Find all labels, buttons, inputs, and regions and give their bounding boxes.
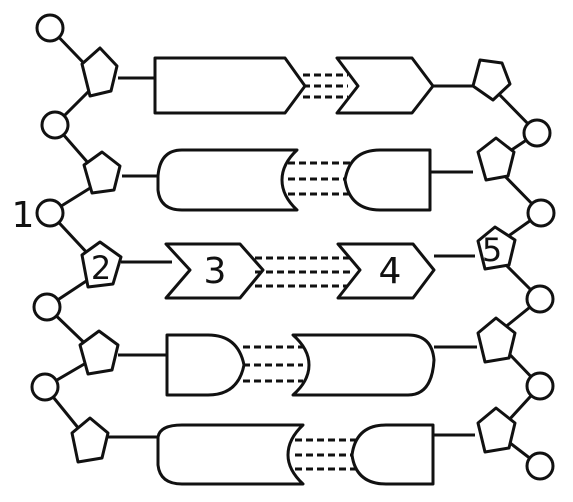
label-1: 1 bbox=[11, 195, 35, 236]
label-4: 4 bbox=[378, 251, 402, 292]
phosphate-circle bbox=[35, 13, 65, 43]
right-backbone bbox=[487, 86, 544, 468]
sugar-pentagon bbox=[476, 136, 516, 182]
left-backbone bbox=[42, 26, 106, 441]
base-chevron-labeled bbox=[164, 242, 265, 300]
sugar-pentagon bbox=[476, 406, 517, 454]
base-pair-row-5 bbox=[70, 406, 517, 486]
left-phosphates bbox=[30, 13, 70, 402]
base-pair-row-4 bbox=[78, 316, 517, 397]
sugar-pentagon bbox=[70, 416, 110, 464]
sugar-pentagon-labeled bbox=[80, 240, 123, 289]
base-curved-notch bbox=[291, 333, 436, 397]
base-d-shape bbox=[343, 148, 432, 212]
base-pair-row-1 bbox=[80, 46, 512, 115]
phosphate-circle bbox=[30, 372, 60, 402]
base-pair-row-3 bbox=[80, 225, 517, 300]
sugar-pentagon bbox=[78, 329, 120, 376]
phosphate-circle bbox=[526, 198, 556, 228]
phosphate-circle bbox=[522, 118, 552, 148]
base-curved-notch bbox=[156, 148, 299, 212]
label-2: 2 bbox=[90, 249, 112, 287]
base-rect-arrow bbox=[153, 56, 307, 115]
phosphate-circle bbox=[32, 292, 62, 322]
base-chevron bbox=[335, 56, 435, 115]
phosphate-circle bbox=[525, 371, 555, 401]
left-backbone-line bbox=[42, 26, 106, 441]
base-pair-row-2 bbox=[82, 136, 516, 212]
phosphate-circle bbox=[525, 451, 555, 481]
right-backbone-line bbox=[487, 86, 544, 468]
label-5: 5 bbox=[481, 231, 503, 269]
base-chevron-labeled bbox=[336, 242, 436, 300]
phosphate-circle-labeled bbox=[35, 198, 65, 228]
phosphate-circle bbox=[40, 110, 70, 140]
sugar-pentagon bbox=[80, 46, 119, 98]
sugar-pentagon bbox=[471, 58, 512, 102]
base-curved-notch bbox=[156, 423, 305, 486]
base-d-shape bbox=[350, 423, 435, 486]
sugar-pentagon-labeled bbox=[476, 225, 517, 271]
base-d-shape bbox=[165, 333, 246, 397]
sugar-pentagon bbox=[476, 316, 517, 364]
phosphate-circle bbox=[525, 284, 555, 314]
sugar-pentagon bbox=[82, 150, 122, 195]
right-phosphates bbox=[522, 118, 556, 481]
label-3: 3 bbox=[203, 251, 227, 292]
